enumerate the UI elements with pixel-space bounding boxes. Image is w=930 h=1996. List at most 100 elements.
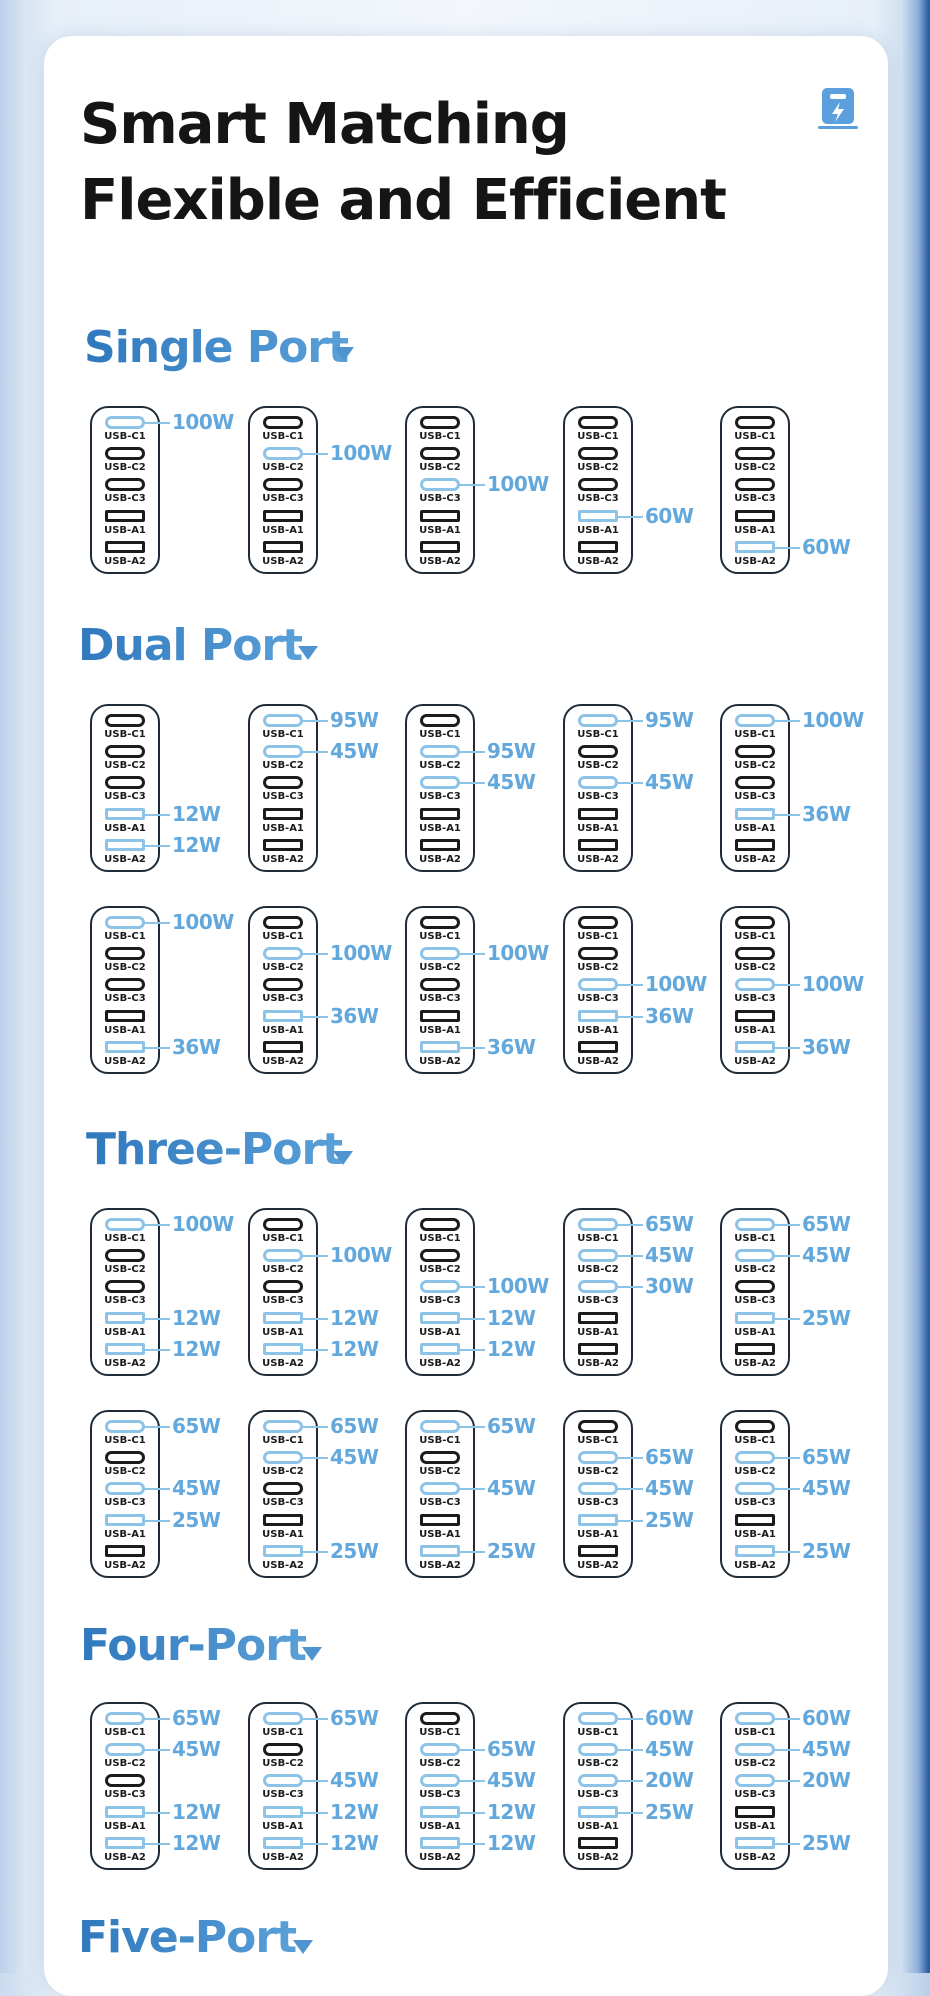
- port-label: USB-C2: [104, 1758, 146, 1769]
- leader-line: [459, 1843, 475, 1845]
- wattage-value: 95W: [645, 708, 694, 732]
- wattage-value: 25W: [645, 1800, 694, 1824]
- usb-a-port-icon: [105, 510, 145, 522]
- wattage-value: 12W: [172, 833, 221, 857]
- port-label: USB-C2: [577, 1466, 619, 1477]
- usb-c-port-icon: [105, 745, 145, 758]
- usb-a-port-icon: [735, 1545, 775, 1557]
- usb-a-port-icon: [578, 1514, 618, 1526]
- section-title: Dual Port: [78, 620, 303, 671]
- port-label: USB-C2: [734, 1758, 776, 1769]
- wattage-value: 12W: [487, 1831, 536, 1855]
- leader-line: [160, 845, 170, 847]
- usb-c-port-icon: [735, 1774, 775, 1787]
- wattage-value: 45W: [330, 1445, 379, 1469]
- usb-c-port-icon: [735, 916, 775, 929]
- usb-a-port-icon: [578, 808, 618, 820]
- port-label: USB-A1: [419, 1821, 461, 1832]
- port-label: USB-A2: [419, 1056, 461, 1067]
- leader-line: [617, 1286, 633, 1288]
- usb-c-port-icon: [420, 1482, 460, 1495]
- port-label: USB-C2: [262, 462, 304, 473]
- port-label: USB-C3: [262, 791, 304, 802]
- leader-line: [790, 1318, 800, 1320]
- port-label: USB-C1: [262, 931, 304, 942]
- port-label: USB-A2: [262, 1560, 304, 1571]
- port-label: USB-C3: [419, 791, 461, 802]
- wattage-value: 45W: [487, 1768, 536, 1792]
- leader-line: [318, 720, 328, 722]
- leader-line: [459, 484, 475, 486]
- port-label: USB-C2: [262, 1264, 304, 1275]
- port-label: USB-A2: [419, 1852, 461, 1863]
- usb-c-port-icon: [735, 1743, 775, 1756]
- port-label: USB-A1: [419, 525, 461, 536]
- leader-line: [790, 1718, 800, 1720]
- usb-c-port-icon: [263, 745, 303, 758]
- leader-line: [318, 1551, 328, 1553]
- usb-c-port-icon: [735, 1249, 775, 1262]
- leader-line: [318, 1016, 328, 1018]
- usb-c-port-icon: [420, 745, 460, 758]
- leader-line: [459, 1318, 475, 1320]
- usb-c-port-icon: [105, 776, 145, 789]
- port-label: USB-C3: [734, 493, 776, 504]
- wattage-value: 12W: [330, 1800, 379, 1824]
- port-label: USB-C3: [577, 1295, 619, 1306]
- usb-c-port-icon: [263, 776, 303, 789]
- port-label: USB-C3: [104, 1295, 146, 1306]
- leader-line: [160, 1749, 170, 1751]
- port-label: USB-C2: [734, 760, 776, 771]
- wattage-value: 45W: [172, 1476, 221, 1500]
- port-label: USB-C2: [104, 462, 146, 473]
- leader-line: [774, 1551, 790, 1553]
- usb-c-port-icon: [578, 1451, 618, 1464]
- port-label: USB-C1: [419, 431, 461, 442]
- usb-c-port-icon: [735, 1712, 775, 1725]
- usb-a-port-icon: [578, 510, 618, 522]
- usb-a-port-icon: [735, 541, 775, 553]
- port-label: USB-C3: [419, 493, 461, 504]
- leader-line: [318, 1812, 328, 1814]
- leader-line: [617, 1749, 633, 1751]
- usb-c-port-icon: [263, 1743, 303, 1756]
- port-label: USB-A1: [104, 1821, 146, 1832]
- wattage-value: 65W: [802, 1445, 851, 1469]
- port-label: USB-C2: [104, 1466, 146, 1477]
- usb-c-port-icon: [735, 1218, 775, 1231]
- port-label: USB-A2: [734, 556, 776, 567]
- leader-line: [774, 984, 790, 986]
- leader-line: [475, 1488, 485, 1490]
- port-label: USB-C2: [734, 462, 776, 473]
- leader-line: [774, 1718, 790, 1720]
- leader-line: [790, 1457, 800, 1459]
- wattage-value: 12W: [172, 1800, 221, 1824]
- leader-line: [617, 1016, 633, 1018]
- port-label: USB-C1: [734, 1435, 776, 1446]
- port-label: USB-A1: [734, 1025, 776, 1036]
- port-label: USB-C1: [734, 729, 776, 740]
- usb-a-port-icon: [420, 1312, 460, 1324]
- usb-c-port-icon: [735, 447, 775, 460]
- port-label: USB-C1: [262, 1233, 304, 1244]
- leader-line: [475, 1349, 485, 1351]
- leader-line: [302, 1016, 318, 1018]
- leader-line: [790, 1551, 800, 1553]
- leader-line: [160, 1224, 170, 1226]
- leader-line: [459, 1551, 475, 1553]
- port-label: USB-A1: [734, 823, 776, 834]
- port-label: USB-C1: [577, 431, 619, 442]
- dropdown-triangle-icon: [333, 1151, 353, 1165]
- usb-c-port-icon: [105, 416, 145, 429]
- wattage-value: 100W: [645, 972, 707, 996]
- wattage-value: 12W: [487, 1337, 536, 1361]
- dropdown-triangle-icon: [298, 646, 318, 660]
- usb-a-port-icon: [578, 839, 618, 851]
- usb-c-port-icon: [105, 1280, 145, 1293]
